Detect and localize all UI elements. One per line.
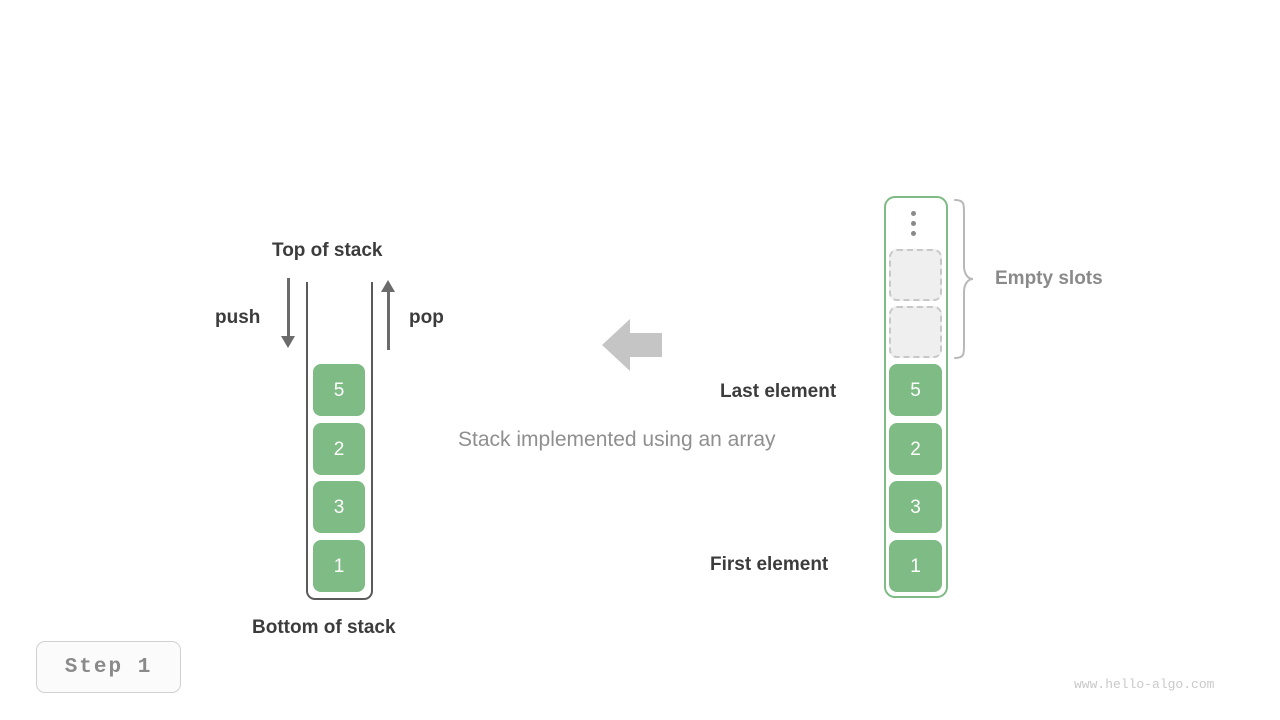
top-of-stack-label: Top of stack — [272, 240, 383, 261]
array-cell-filled: 5 — [889, 364, 942, 416]
pop-label: pop — [409, 307, 444, 328]
pop-arrow-head — [381, 280, 395, 292]
empty-slots-brace — [952, 198, 974, 360]
array-cell-empty — [889, 249, 942, 301]
stack-cell: 3 — [313, 481, 365, 533]
stack-container — [306, 282, 373, 600]
array-cell-filled: 1 — [889, 540, 942, 592]
diagram-caption: Stack implemented using an array — [458, 428, 776, 451]
stack-cell: 1 — [313, 540, 365, 592]
array-cell-filled: 3 — [889, 481, 942, 533]
last-element-label: Last element — [720, 381, 837, 402]
array-cell-empty — [889, 306, 942, 358]
push-arrow-head — [281, 336, 295, 348]
left-arrow-icon — [602, 318, 662, 372]
vertical-ellipsis-icon — [909, 211, 917, 239]
empty-slots-label: Empty slots — [995, 268, 1103, 289]
bottom-of-stack-label: Bottom of stack — [252, 617, 396, 638]
stack-cell: 5 — [313, 364, 365, 416]
pop-arrow-line — [387, 290, 390, 350]
push-label: push — [215, 307, 261, 328]
first-element-label: First element — [710, 554, 829, 575]
push-arrow-line — [287, 278, 290, 340]
watermark: www.hello-algo.com — [1074, 677, 1215, 692]
step-badge: Step 1 — [36, 641, 181, 693]
stack-cell: 2 — [313, 423, 365, 475]
array-cell-filled: 2 — [889, 423, 942, 475]
